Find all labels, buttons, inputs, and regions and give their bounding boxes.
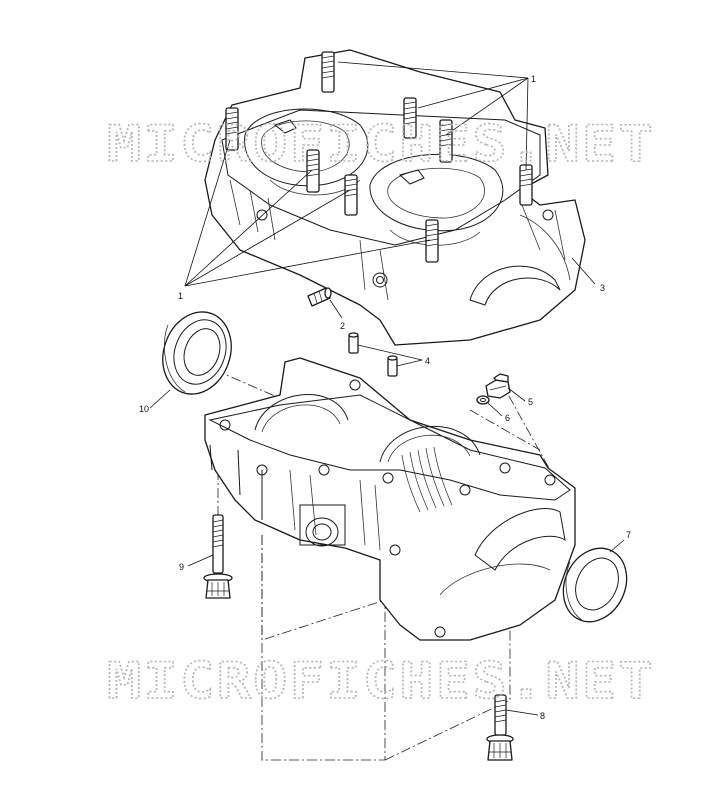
callout-5: 5 bbox=[528, 397, 533, 407]
stud bbox=[225, 107, 239, 151]
callout-4: 4 bbox=[425, 356, 430, 366]
callout-7: 7 bbox=[626, 530, 631, 540]
callout-8: 8 bbox=[540, 711, 545, 721]
leader-lines bbox=[149, 61, 625, 716]
oil-seal-part-7[interactable] bbox=[552, 538, 638, 632]
locating-pin bbox=[348, 332, 359, 354]
callout-1-left: 1 bbox=[178, 291, 183, 301]
callout-9: 9 bbox=[179, 562, 184, 572]
stud bbox=[439, 119, 453, 163]
locating-pin bbox=[387, 355, 398, 377]
stud bbox=[321, 51, 335, 93]
callout-3: 3 bbox=[600, 283, 605, 293]
threaded-bore bbox=[401, 446, 453, 513]
flange-bolt-part-8[interactable] bbox=[486, 694, 514, 761]
drain-plug-part-5[interactable] bbox=[485, 373, 511, 399]
watermark-bottom: MICROFICHES.NET bbox=[107, 652, 655, 710]
flange-bolt-part-9[interactable] bbox=[203, 514, 233, 599]
dowel-pin-part-2[interactable] bbox=[307, 287, 332, 307]
stud bbox=[403, 97, 417, 139]
stud bbox=[344, 174, 358, 216]
stud bbox=[306, 149, 320, 193]
callout-10: 10 bbox=[139, 404, 149, 414]
cylinder-stud-group[interactable] bbox=[225, 51, 533, 263]
callout-labels: 1 1 2 3 4 5 6 7 8 9 10 bbox=[139, 74, 631, 721]
sealing-washer-part-6[interactable] bbox=[476, 395, 490, 405]
callout-1-top: 1 bbox=[531, 74, 536, 84]
upper-crankcase-half[interactable] bbox=[204, 49, 586, 346]
lower-crankcase-half[interactable] bbox=[204, 357, 576, 641]
watermark-top: MICROFICHES.NET bbox=[107, 115, 655, 173]
oil-seal-part-10[interactable] bbox=[152, 302, 243, 404]
watermark-group: MICROFICHES.NET MICROFICHES.NET bbox=[106, 114, 655, 711]
stud bbox=[425, 219, 439, 263]
locating-pins-part-4[interactable] bbox=[348, 332, 398, 377]
callout-6: 6 bbox=[505, 413, 510, 423]
callout-2: 2 bbox=[340, 321, 345, 331]
